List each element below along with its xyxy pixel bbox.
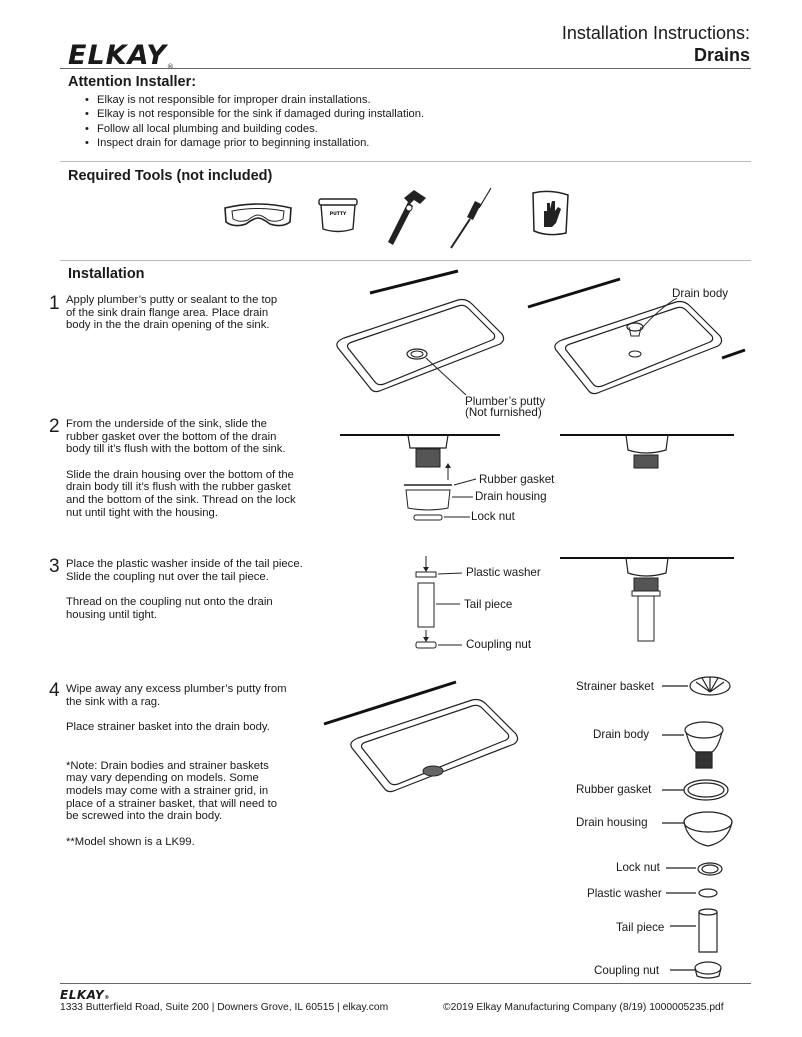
footer-brand-logo: ELKAY® (60, 988, 110, 1002)
screwdriver-icon (450, 187, 492, 249)
attention-item: Inspect drain for damage prior to beginn… (97, 136, 424, 150)
step-line: drain body till it’s flush with the rubb… (66, 481, 291, 494)
step-line (66, 583, 331, 596)
step-line: place of a strainer basket, that will ne… (66, 797, 277, 810)
step-line (66, 456, 331, 469)
step-line: of the sink drain flange area. Place dra… (66, 306, 269, 319)
step-line (66, 747, 336, 760)
step-line: body in the the drain opening of the sin… (66, 319, 270, 332)
title-line-1: Installation Instructions: (561, 23, 750, 43)
step-line: Slide the drain housing over the bottom … (66, 468, 294, 481)
step-3-assembly-illustration (415, 556, 734, 649)
attention-item: Follow all local plumbing and building c… (97, 122, 424, 136)
pipe-wrench-icon (388, 190, 426, 245)
step-1-sinks-illustration (336, 269, 746, 396)
callout-drain-housing-2: Drain housing (576, 816, 648, 829)
installation-heading: Installation (68, 266, 145, 282)
step-3-text: Place the plastic washer inside of the t… (66, 558, 331, 621)
callout-tail-piece: Tail piece (464, 598, 513, 611)
header-divider (60, 68, 751, 69)
step-line: Place strainer basket into the drain bod… (66, 721, 270, 734)
exploded-parts-illustration (662, 676, 733, 979)
step-line: Apply plumber’s putty or sealant to the … (66, 294, 278, 306)
callout-coupling-nut-2: Coupling nut (594, 964, 660, 977)
step-line: the sink with a rag. (66, 695, 161, 708)
callout-rubber-gasket: Rubber gasket (479, 473, 555, 486)
step-line: Wipe away any excess plumber’s putty fro… (66, 683, 287, 695)
attention-item: Elkay is not responsible for improper dr… (97, 93, 424, 107)
attention-list: Elkay is not responsible for improper dr… (97, 93, 424, 150)
tools-heading: Required Tools (not included) (68, 168, 273, 184)
step-line: and the bottom of the sink. Thread on th… (66, 493, 296, 506)
putty-tub-icon: PUTTY (318, 198, 358, 233)
step-number: 4 (49, 680, 60, 701)
step-4-sink-illustration (323, 680, 519, 793)
callout-rubber-gasket-2: Rubber gasket (576, 783, 652, 796)
rag-icon (532, 190, 569, 236)
footer-divider (60, 983, 751, 984)
section-divider (60, 260, 751, 261)
callout-strainer-basket: Strainer basket (576, 680, 654, 693)
callout-lock-nut-2: Lock nut (616, 861, 660, 874)
step-line: *Note: Drain bodies and strainer baskets (66, 759, 269, 772)
step-line: Slide the coupling nut over the tail pie… (66, 570, 269, 583)
step-2-assembly-illustration (340, 434, 734, 521)
step-line: be screwed into the drain body. (66, 810, 223, 823)
step-line: body till it’s flush with the bottom of … (66, 443, 286, 456)
step-line: Place the plastic washer inside of the t… (66, 558, 303, 570)
step-line: **Model shown is a LK99. (66, 835, 195, 848)
brand-logo: ELKAY® (68, 40, 175, 71)
step-line: Thread on the coupling nut onto the drai… (66, 596, 273, 609)
callout-coupling-nut: Coupling nut (466, 638, 532, 651)
step-line: may vary depending on models. Some (66, 772, 259, 785)
document-title: Installation Instructions: Drains (562, 22, 750, 66)
footer-address: 1333 Butterfield Road, Suite 200 | Downe… (60, 1002, 389, 1013)
callout-lock-nut: Lock nut (471, 510, 515, 523)
attention-heading: Attention Installer: (68, 74, 197, 90)
step-4-text: Wipe away any excess plumber’s putty fro… (66, 683, 336, 848)
section-divider (60, 161, 751, 162)
step-line: models may come with a strainer grid, in (66, 784, 269, 797)
callout-tail-piece-2: Tail piece (616, 921, 665, 934)
step-line (66, 708, 336, 721)
step-line: housing until tight. (66, 608, 158, 621)
callout-line: (Not furnished) (465, 406, 542, 419)
callout-drain-body-2: Drain body (593, 728, 650, 741)
step-line: rubber gasket over the bottom of the dra… (66, 430, 277, 443)
step-line (66, 734, 336, 747)
callout-line: Plumber’s putty (465, 395, 546, 408)
title-line-2: Drains (693, 45, 750, 65)
step-line: From the underside of the sink, slide th… (66, 418, 267, 430)
step-2-text: From the underside of the sink, slide th… (66, 418, 331, 519)
callout-drain-housing: Drain housing (475, 490, 547, 503)
footer-copyright: ©2019 Elkay Manufacturing Company (8/19)… (443, 1002, 724, 1013)
step-number: 2 (49, 416, 60, 437)
callout-plastic-washer: Plastic washer (466, 566, 541, 579)
step-line: nut until tight with the housing. (66, 506, 218, 519)
step-number: 1 (49, 293, 60, 314)
safety-goggles-icon (224, 203, 292, 227)
callout-plastic-washer-2: Plastic washer (587, 887, 662, 900)
callout-plumbers-putty: Plumber’s putty (Not furnished) (465, 395, 546, 419)
putty-label: PUTTY (330, 211, 347, 217)
step-1-text: Apply plumber’s putty or sealant to the … (66, 294, 331, 332)
step-number: 3 (49, 556, 60, 577)
step-line (66, 823, 336, 836)
attention-item: Elkay is not responsible for the sink if… (97, 107, 424, 121)
callout-drain-body: Drain body (672, 287, 729, 300)
